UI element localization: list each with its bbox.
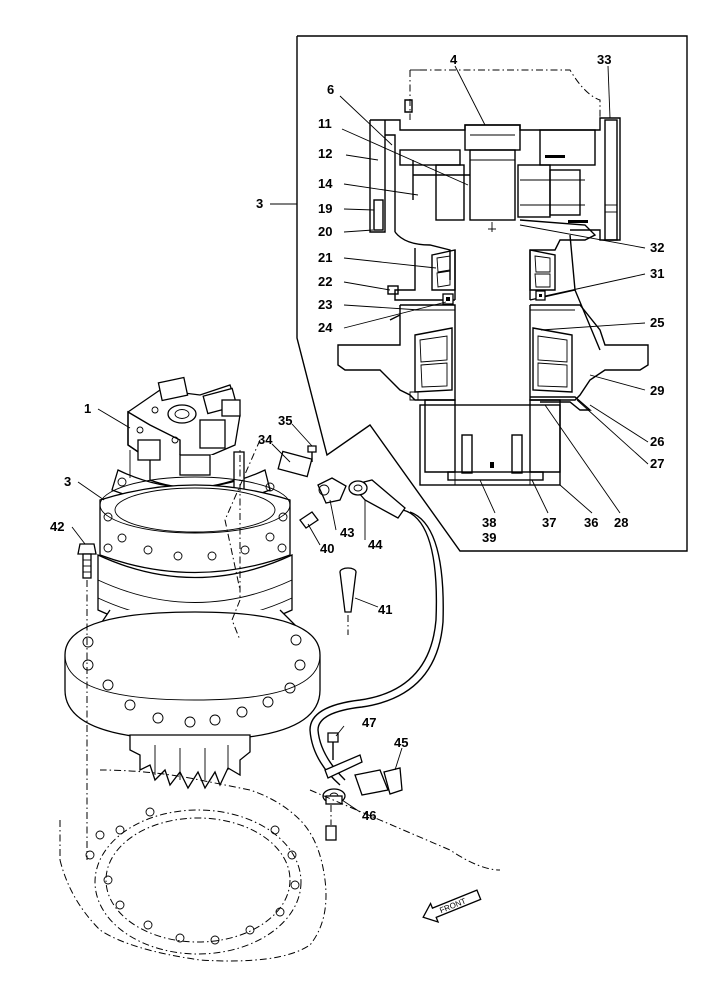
callout-38: 38 <box>482 515 496 530</box>
callout-40: 40 <box>320 541 334 556</box>
motor-outline-dashed <box>409 69 601 120</box>
pinion-gear <box>129 734 251 790</box>
callout-19: 19 <box>318 201 332 216</box>
callout-4: 4 <box>450 52 458 67</box>
callout-29: 29 <box>650 383 664 398</box>
flange-holes <box>82 634 306 728</box>
upper-flange <box>99 484 291 574</box>
callout-36: 36 <box>584 515 598 530</box>
callout-32: 32 <box>650 240 664 255</box>
upper-bearing-right <box>529 249 556 291</box>
callout-27: 27 <box>650 456 664 471</box>
part-4-nut <box>464 124 521 151</box>
callout-21: 21 <box>318 250 332 265</box>
vent-fitting <box>404 99 413 113</box>
part-37-plate <box>447 471 544 481</box>
callout-28: 28 <box>614 515 628 530</box>
callout-labels: 1 3 3 4 6 11 12 14 19 20 21 22 23 24 25 … <box>50 52 664 823</box>
callout-35: 35 <box>278 413 292 428</box>
lower-fittings <box>322 732 403 841</box>
callout-47: 47 <box>362 715 376 730</box>
callout-42: 42 <box>50 519 64 534</box>
hydraulic-hose <box>277 445 444 786</box>
swing-motor-assembly <box>64 376 321 790</box>
part-19 <box>373 199 384 231</box>
callout-43: 43 <box>340 525 354 540</box>
bolt-35 <box>307 445 317 453</box>
part-6 <box>399 149 461 166</box>
fitting-45 <box>383 767 403 795</box>
callout-3-inset: 3 <box>256 196 263 211</box>
lower-bearing-right <box>532 327 573 393</box>
callout-11: 11 <box>318 116 332 131</box>
upper-bearing-left <box>431 249 456 291</box>
detail-inset <box>270 35 688 552</box>
lower-housing <box>337 304 456 401</box>
part-4-shaft <box>469 149 516 221</box>
tee-fitting <box>324 754 363 779</box>
inset-frame <box>296 35 688 552</box>
part-33-bolt <box>604 119 618 241</box>
callout-44: 44 <box>368 537 383 552</box>
planet-gear-right <box>517 164 551 218</box>
callout-26: 26 <box>650 434 664 449</box>
callout-41: 41 <box>378 602 392 617</box>
callout-31: 31 <box>650 266 664 281</box>
output-shaft <box>424 399 561 473</box>
flange-bolts <box>103 477 288 561</box>
callout-1: 1 <box>84 401 91 416</box>
callout-45: 45 <box>394 735 408 750</box>
frame-outline <box>59 769 501 962</box>
mounting-flange <box>64 611 321 741</box>
callout-34: 34 <box>258 432 273 447</box>
planet-carrier-upper <box>539 129 596 166</box>
callout-25: 25 <box>650 315 664 330</box>
callout-46: 46 <box>362 808 376 823</box>
callout-24: 24 <box>318 320 333 335</box>
callout-3-main: 3 <box>64 474 71 489</box>
callout-6: 6 <box>327 82 334 97</box>
bracket-34 <box>277 450 313 478</box>
callout-33: 33 <box>597 52 611 67</box>
callout-14: 14 <box>318 176 333 191</box>
leader-lines <box>71 65 649 813</box>
bolt-47 <box>327 732 339 743</box>
callout-39: 39 <box>482 530 496 545</box>
callout-37: 37 <box>542 515 556 530</box>
frame-holes <box>85 807 300 945</box>
callout-22: 22 <box>318 274 332 289</box>
front-arrow: FRONT <box>422 889 482 924</box>
bolt-42 <box>77 543 97 860</box>
callout-12: 12 <box>318 146 332 161</box>
elbow-43 <box>317 477 347 504</box>
pin-41 <box>339 567 357 635</box>
lower-bearing-left <box>414 327 453 393</box>
fitting-40 <box>299 511 319 529</box>
part-14 <box>435 164 465 221</box>
callout-23: 23 <box>318 297 332 312</box>
motor-port <box>167 404 197 424</box>
callout-20: 20 <box>318 224 332 239</box>
